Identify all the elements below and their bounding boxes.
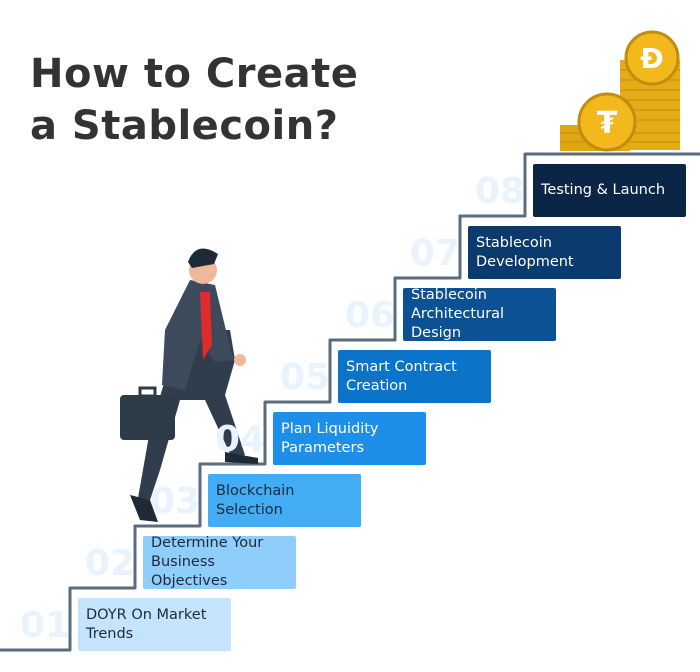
step-number: 01 <box>20 605 71 646</box>
step-label: Smart Contract Creation <box>346 358 457 394</box>
step-box: Determine Your Business Objectives <box>143 535 296 589</box>
step-number: 07 <box>410 233 461 274</box>
step-number: 03 <box>150 481 201 522</box>
staircase-line <box>0 152 700 652</box>
step-number: 02 <box>85 543 136 584</box>
step-number: 05 <box>280 357 331 398</box>
step-number: 08 <box>475 171 526 212</box>
step-box: Testing & Launch <box>533 164 686 217</box>
businessman-climbing-figure <box>120 248 258 522</box>
step-box: Blockchain Selection <box>208 474 361 527</box>
step-number: 06 <box>345 295 396 336</box>
step-box: DOYR On Market Trends <box>78 598 231 651</box>
step-box: Stablecoin Architectural Design <box>403 287 556 341</box>
step-box: Plan Liquidity Parameters <box>273 412 426 465</box>
coin-stack-icon: Đ ₮ <box>560 30 680 152</box>
step-label: Plan Liquidity Parameters <box>281 420 379 456</box>
step-label: DOYR On Market Trends <box>86 606 207 642</box>
step-label: Stablecoin Architectural Design <box>411 287 505 341</box>
step-box: Stablecoin Development <box>468 226 621 279</box>
step-label: Blockchain Selection <box>216 482 295 518</box>
svg-text:₮: ₮ <box>597 106 618 141</box>
step-label: Testing & Launch <box>541 182 666 198</box>
svg-text:Đ: Đ <box>640 42 663 75</box>
step-number: 04 <box>215 419 266 460</box>
step-label: Determine Your Business Objectives <box>151 535 264 589</box>
step-box: Smart Contract Creation <box>338 350 491 403</box>
step-label: Stablecoin Development <box>476 234 574 270</box>
page-title: How to Create a Stablecoin? <box>30 51 359 149</box>
